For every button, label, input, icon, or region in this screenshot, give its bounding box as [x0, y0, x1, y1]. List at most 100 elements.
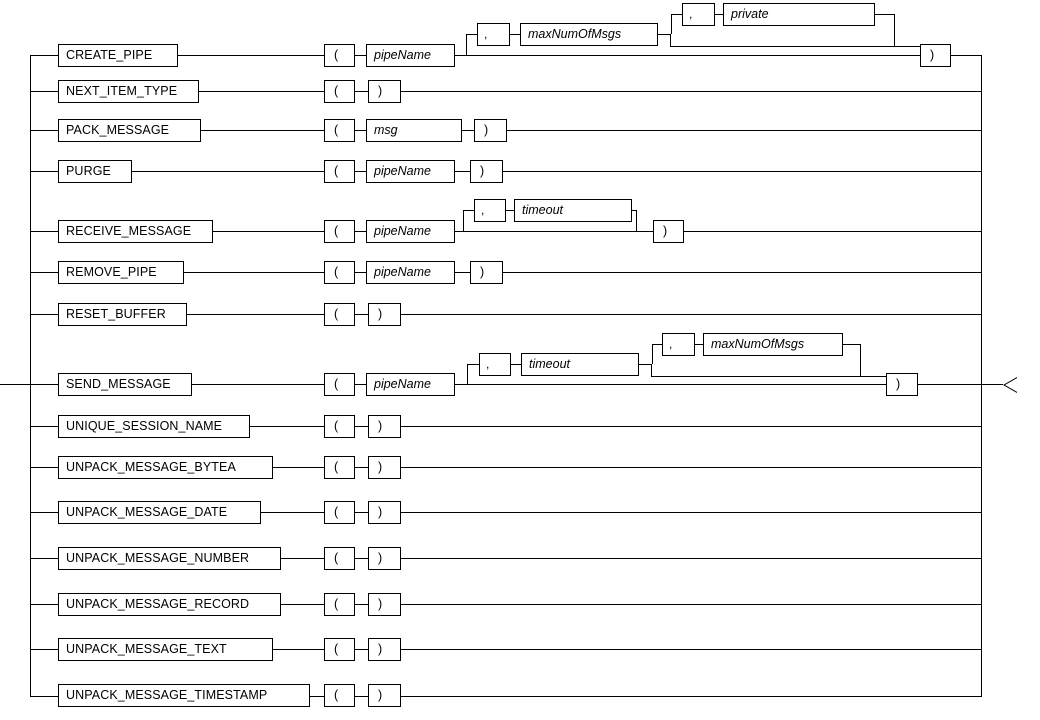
stub-unpack-message-record: [30, 604, 58, 605]
lparen-label: (: [334, 688, 339, 702]
keyword-label: UNPACK_MESSAGE_TEXT: [66, 642, 227, 656]
arg-box-private-create-pipe[interactable]: private: [723, 3, 875, 26]
rparen-label: ): [484, 123, 489, 137]
rparen-box-unpack-message-date[interactable]: ): [368, 501, 401, 524]
keyword-box-receive-message[interactable]: RECEIVE_MESSAGE: [58, 220, 213, 243]
lparen-box-unpack-message-number[interactable]: (: [324, 547, 355, 570]
lparen-box-unpack-message-timestamp[interactable]: (: [324, 684, 355, 707]
arg-box-pipename-create-pipe[interactable]: pipeName: [366, 44, 455, 67]
rparen-box-unpack-message-record[interactable]: ): [368, 593, 401, 616]
arg-label: msg: [374, 123, 398, 137]
rparen-label: ): [378, 307, 383, 321]
lparen-box-unpack-message-record[interactable]: (: [324, 593, 355, 616]
rparen-box-unpack-message-number[interactable]: ): [368, 547, 401, 570]
arg-box-timeout-send-message[interactable]: timeout: [521, 353, 639, 376]
keyword-box-unpack-message-date[interactable]: UNPACK_MESSAGE_DATE: [58, 501, 261, 524]
comma-box-send-maxnum[interactable]: ,: [662, 333, 695, 356]
rparen-box-purge[interactable]: ): [470, 160, 503, 183]
lparen-label: (: [334, 551, 339, 565]
keyword-label: RECEIVE_MESSAGE: [66, 224, 192, 238]
link-parens-unpack-message-record: [355, 604, 368, 605]
lparen-label: (: [334, 84, 339, 98]
rparen-label: ): [896, 377, 901, 391]
link-rparen-rail-remove-pipe: [503, 272, 981, 273]
link-rparen-rail-reset-buffer: [401, 314, 981, 315]
lparen-box-receive-message[interactable]: (: [324, 220, 355, 243]
arg-label: pipeName: [374, 48, 431, 62]
lparen-box-unique-session-name[interactable]: (: [324, 415, 355, 438]
link-lparen-pipename-remove: [355, 272, 366, 273]
optbranch-up-private-create: [671, 14, 672, 34]
comma-box-send-timeout[interactable]: ,: [479, 353, 511, 376]
rparen-label: ): [663, 224, 668, 238]
lparen-box-unpack-message-text[interactable]: (: [324, 638, 355, 661]
arg-box-pipename-send-message[interactable]: pipeName: [366, 373, 455, 396]
arg-label: pipeName: [374, 265, 431, 279]
right-fanin-rail: [981, 55, 982, 697]
arg-box-maxnumofmsgs-create-pipe[interactable]: maxNumOfMsgs: [520, 23, 658, 46]
comma-box-create-private[interactable]: ,: [682, 3, 715, 26]
keyword-box-reset-buffer[interactable]: RESET_BUFFER: [58, 303, 187, 326]
keyword-box-unpack-message-text[interactable]: UNPACK_MESSAGE_TEXT: [58, 638, 273, 661]
lparen-box-next-item-type[interactable]: (: [324, 80, 355, 103]
comma-box-create-maxnum[interactable]: ,: [477, 23, 510, 46]
optbranch-out-timeout-send: [639, 364, 651, 365]
link-create-pipe-lparen: [178, 55, 324, 56]
lparen-box-unpack-message-date[interactable]: (: [324, 501, 355, 524]
rparen-box-receive-message[interactable]: ): [653, 220, 684, 243]
lparen-box-unpack-message-bytea[interactable]: (: [324, 456, 355, 479]
arg-box-pipename-purge[interactable]: pipeName: [366, 160, 455, 183]
lparen-box-reset-buffer[interactable]: (: [324, 303, 355, 326]
keyword-box-next-item-type[interactable]: NEXT_ITEM_TYPE: [58, 80, 199, 103]
rparen-box-reset-buffer[interactable]: ): [368, 303, 401, 326]
rparen-box-unpack-message-text[interactable]: ): [368, 638, 401, 661]
stub-receive-message: [30, 231, 58, 232]
keyword-box-create-pipe[interactable]: CREATE_PIPE: [58, 44, 178, 67]
rparen-label: ): [378, 505, 383, 519]
stub-next-item-type: [30, 91, 58, 92]
link-parens-unpack-message-date: [355, 512, 368, 513]
keyword-label: UNPACK_MESSAGE_TIMESTAMP: [66, 688, 268, 702]
arg-box-pipename-receive-message[interactable]: pipeName: [366, 220, 455, 243]
keyword-box-pack-message[interactable]: PACK_MESSAGE: [58, 119, 201, 142]
arg-box-msg-pack-message[interactable]: msg: [366, 119, 462, 142]
rparen-box-pack-message[interactable]: ): [474, 119, 507, 142]
link-rparen-rail-unpack-message-date: [401, 512, 981, 513]
keyword-box-unique-session-name[interactable]: UNIQUE_SESSION_NAME: [58, 415, 250, 438]
rparen-box-unique-session-name[interactable]: ): [368, 415, 401, 438]
keyword-box-unpack-message-timestamp[interactable]: UNPACK_MESSAGE_TIMESTAMP: [58, 684, 310, 707]
keyword-box-unpack-message-number[interactable]: UNPACK_MESSAGE_NUMBER: [58, 547, 281, 570]
link-rparen-rail-create: [951, 55, 981, 56]
arg-label: maxNumOfMsgs: [711, 337, 805, 351]
keyword-box-purge[interactable]: PURGE: [58, 160, 132, 183]
lparen-box-create-pipe[interactable]: (: [324, 44, 355, 67]
keyword-box-unpack-message-bytea[interactable]: UNPACK_MESSAGE_BYTEA: [58, 456, 273, 479]
keyword-box-unpack-message-record[interactable]: UNPACK_MESSAGE_RECORD: [58, 593, 281, 616]
mainline-create-pipe: [455, 55, 920, 56]
link-rparen-rail-unpack-message-bytea: [401, 467, 981, 468]
lparen-box-purge[interactable]: (: [324, 160, 355, 183]
rparen-box-create-pipe[interactable]: ): [920, 44, 951, 67]
keyword-box-remove-pipe[interactable]: REMOVE_PIPE: [58, 261, 184, 284]
lparen-box-send-message[interactable]: (: [324, 373, 355, 396]
lparen-box-pack-message[interactable]: (: [324, 119, 355, 142]
rparen-label: ): [378, 597, 383, 611]
optbranch-down-timeout-receive: [636, 210, 637, 231]
link-rparen-rail-unpack-message-timestamp: [401, 696, 981, 697]
comma-label: ,: [486, 357, 490, 371]
rparen-box-unpack-message-bytea[interactable]: ): [368, 456, 401, 479]
arg-box-timeout-receive-message[interactable]: timeout: [514, 199, 632, 222]
rparen-box-send-message[interactable]: ): [886, 373, 918, 396]
link-next-item-type-lparen: [199, 91, 324, 92]
rparen-box-unpack-message-timestamp[interactable]: ): [368, 684, 401, 707]
lparen-box-remove-pipe[interactable]: (: [324, 261, 355, 284]
rparen-box-next-item-type[interactable]: ): [368, 80, 401, 103]
link-rparen-rail-unpack-message-number: [401, 558, 981, 559]
rparen-box-remove-pipe[interactable]: ): [470, 261, 503, 284]
comma-box-receive-timeout[interactable]: ,: [474, 199, 506, 222]
stub-create-pipe: [30, 55, 58, 56]
arg-box-pipename-remove-pipe[interactable]: pipeName: [366, 261, 455, 284]
keyword-box-send-message[interactable]: SEND_MESSAGE: [58, 373, 192, 396]
arg-box-maxnumofmsgs-send-message[interactable]: maxNumOfMsgs: [703, 333, 843, 356]
